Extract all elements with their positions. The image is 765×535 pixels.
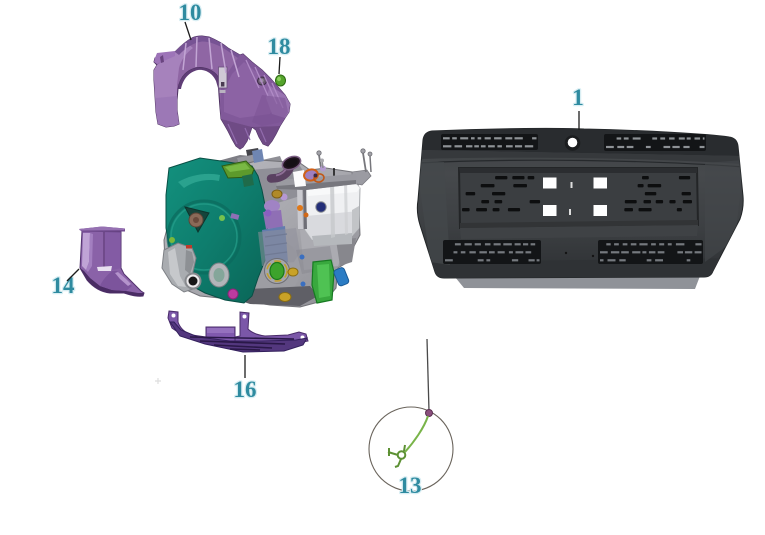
svg-text:1: 1	[572, 85, 584, 110]
svg-text:18: 18	[268, 34, 291, 59]
svg-text:16: 16	[234, 377, 257, 402]
svg-text:13: 13	[399, 473, 422, 498]
svg-text:10: 10	[179, 0, 202, 25]
